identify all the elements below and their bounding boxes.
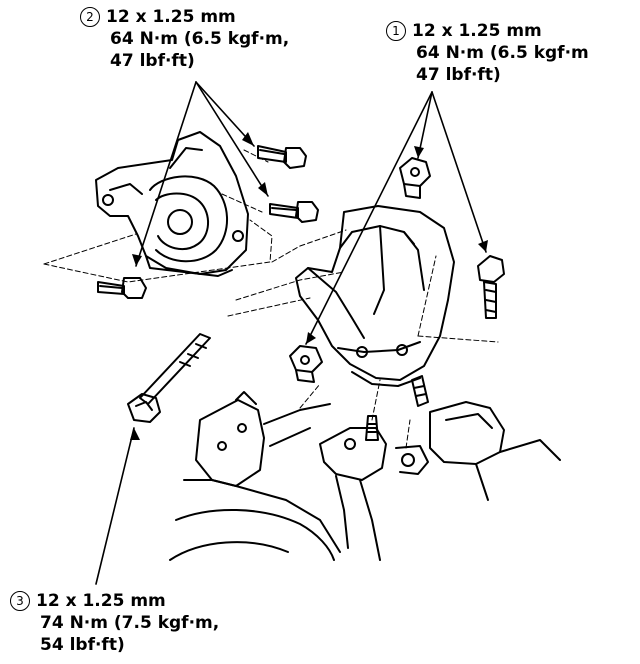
nut-1-left (289, 345, 323, 383)
nut-1-top (399, 157, 431, 199)
studs (365, 375, 429, 441)
circled-number-3: 3 (10, 591, 30, 611)
callout-3-torque-imperial: 54 lbf·ft) (40, 635, 125, 655)
right-bracket (295, 205, 455, 387)
circled-number-2: 2 (80, 7, 100, 27)
callout-3-size: 12 x 1.25 mm (36, 591, 166, 611)
callout-1-torque-imperial: 47 lbf·ft) (416, 65, 501, 85)
bolt-1-right (477, 255, 505, 319)
callout-3-torque-spec: 3 12 x 1.25 mm 74 N·m (7.5 kgf·m, 54 lbf·… (10, 590, 219, 656)
upper-left-mount (95, 131, 249, 277)
callout-2-torque: 64 N·m (6.5 kgf·m, (110, 29, 290, 49)
callout-2-torque-imperial: 47 lbf·ft) (110, 51, 195, 71)
bolt-2a (257, 145, 307, 169)
callout-1-size: 12 x 1.25 mm (412, 21, 542, 41)
dashed-guide-lines (43, 149, 499, 449)
arrowheads (130, 132, 488, 440)
callout-2-torque-spec: 2 12 x 1.25 mm 64 N·m (6.5 kgf·m, 47 lbf·… (80, 6, 289, 72)
callout-2-line-1: 2 12 x 1.25 mm (80, 6, 289, 28)
leader-lines (95, 81, 487, 585)
callout-1-torque-spec: 1 12 x 1.25 mm 64 N·m (6.5 kgf·m 47 lbf·f… (386, 20, 589, 86)
callout-3-line-1: 3 12 x 1.25 mm (10, 590, 219, 612)
bolt-2c (97, 277, 147, 299)
callout-1-torque: 64 N·m (6.5 kgf·m (416, 43, 589, 63)
lower-frame (169, 391, 561, 561)
callout-1-line-1: 1 12 x 1.25 mm (386, 20, 589, 42)
bolt-2b (269, 201, 319, 223)
circled-number-1: 1 (386, 21, 406, 41)
long-bolt-3 (127, 333, 211, 423)
callout-2-size: 12 x 1.25 mm (106, 7, 236, 27)
callout-3-torque: 74 N·m (7.5 kgf·m, (40, 613, 220, 633)
